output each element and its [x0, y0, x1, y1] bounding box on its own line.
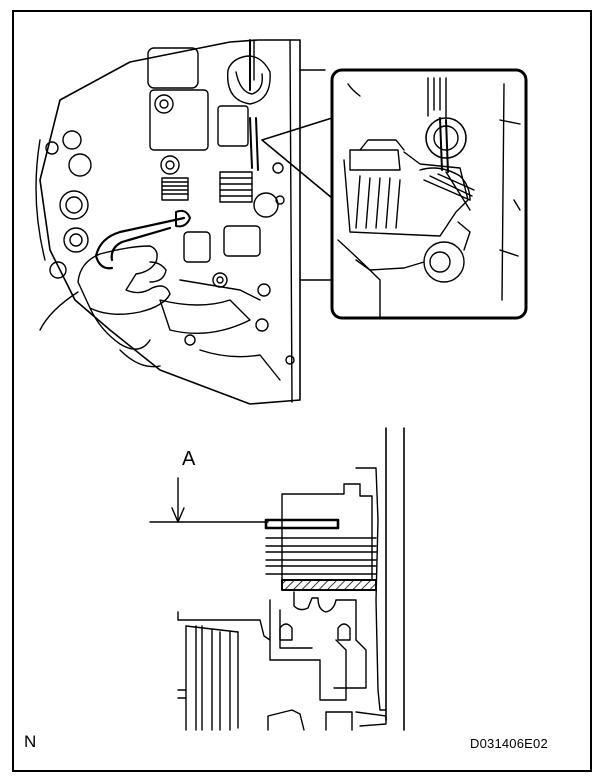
return-spring — [219, 171, 253, 203]
flange-bolt-hole — [68, 153, 92, 177]
piston-snap-ring — [226, 39, 271, 105]
label-a: A — [182, 448, 196, 470]
clutch-plate-stack — [264, 518, 377, 575]
figure-code: D031406E02 — [470, 736, 548, 751]
flange-bolt-hole — [63, 227, 89, 253]
figure-frame — [12, 10, 592, 772]
snap-ring — [264, 518, 340, 530]
screwdriver-shaft — [249, 117, 259, 171]
flange-plate — [281, 579, 377, 591]
flange-bolt-hole — [62, 130, 82, 150]
corner-mark: N — [24, 732, 37, 751]
callout-pointer — [261, 117, 333, 199]
return-spring — [161, 177, 189, 201]
plug-bolt — [160, 155, 180, 175]
flange-bolt-hole — [59, 190, 89, 220]
detail-inset — [261, 68, 528, 320]
transmission-case-illustration — [35, 39, 331, 405]
snap-ring-detail — [425, 77, 471, 211]
flange-bolt-hole — [45, 141, 59, 155]
technician-hand — [39, 209, 191, 368]
clutch-cross-section — [149, 427, 405, 731]
flange-bolt-hole — [49, 261, 67, 279]
piston-housing — [343, 151, 469, 237]
